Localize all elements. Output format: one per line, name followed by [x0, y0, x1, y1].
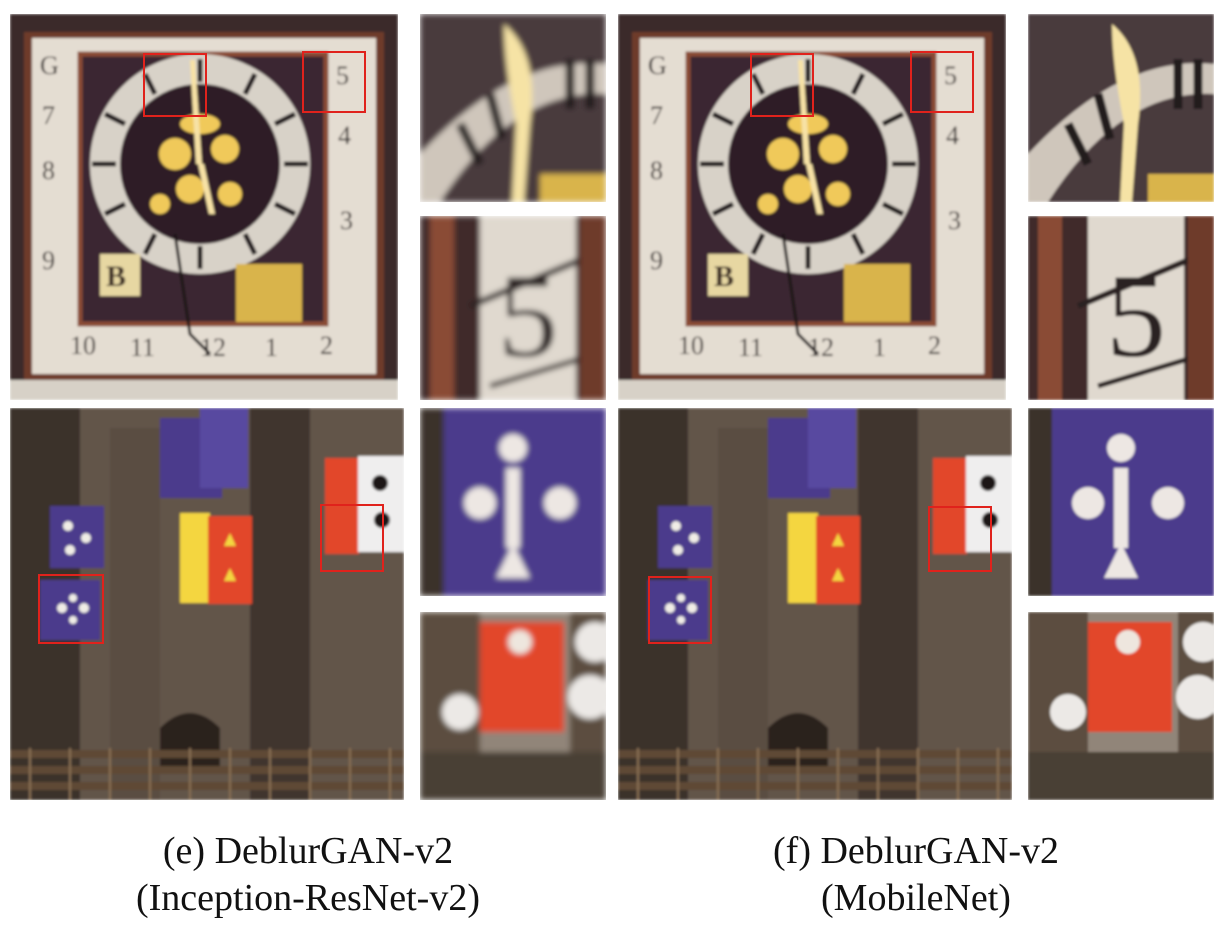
zoom-red-scene-e — [420, 612, 606, 800]
zoom-five-e — [420, 216, 606, 400]
zoom-hand-f — [1028, 14, 1214, 202]
zoom-red-e — [420, 612, 606, 800]
zoom-purple-f — [1028, 408, 1214, 596]
cathedral-image-f — [618, 408, 1012, 800]
clock-scene-f — [618, 14, 1006, 400]
zoom-hand-scene-e — [420, 14, 606, 202]
zoom-purple-scene-f — [1028, 408, 1214, 596]
zoom-five-scene-e — [420, 216, 606, 400]
zoom-hand-scene-f — [1028, 14, 1214, 202]
zoom-purple-scene-e — [420, 408, 606, 596]
caption-e-line2: (Inception-ResNet-v2) — [136, 877, 480, 919]
zoom-red-scene-f — [1028, 612, 1214, 800]
clock-image-f — [618, 14, 1006, 400]
cathedral-scene-f — [618, 408, 1012, 800]
zoom-red-f — [1028, 612, 1214, 800]
caption-e: (e) DeblurGAN-v2 (Inception-ResNet-v2) — [10, 828, 606, 922]
zoom-five-scene-f — [1028, 216, 1214, 400]
zoom-five-f — [1028, 216, 1214, 400]
caption-f-line2: (MobileNet) — [821, 877, 1011, 919]
clock-scene-e — [10, 14, 398, 400]
caption-f: (f) DeblurGAN-v2 (MobileNet) — [618, 828, 1214, 922]
caption-e-line1: (e) DeblurGAN-v2 — [162, 830, 454, 872]
zoom-hand-e — [420, 14, 606, 202]
cathedral-image-e — [10, 408, 404, 800]
caption-f-line1: (f) DeblurGAN-v2 — [773, 830, 1059, 872]
cathedral-scene-e — [10, 408, 404, 800]
zoom-purple-e — [420, 408, 606, 596]
clock-image-e — [10, 14, 398, 400]
